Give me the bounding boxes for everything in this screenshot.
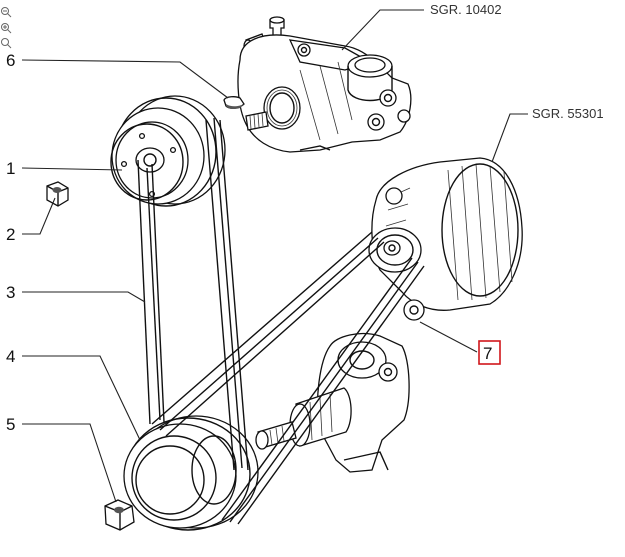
- zoom-out-icon[interactable]: [0, 6, 14, 18]
- water-pump-drive-belt: [137, 117, 249, 471]
- leader-lines: [21, 9, 528, 503]
- alternator-bracket: [255, 332, 410, 473]
- callout-5[interactable]: 5: [6, 415, 15, 434]
- nut-upper: [46, 181, 69, 207]
- callout-1[interactable]: 1: [6, 159, 15, 178]
- alternator-assembly: [368, 157, 523, 321]
- callout-6[interactable]: 6: [6, 51, 15, 70]
- reference-sgr-10402[interactable]: SGR. 10402: [430, 2, 502, 17]
- zoom-reset-icon[interactable]: [0, 37, 14, 49]
- highlight-box: [478, 340, 501, 365]
- callout-2[interactable]: 2: [6, 225, 15, 244]
- callout-7[interactable]: 7: [483, 344, 492, 363]
- alternator-belt: [151, 231, 425, 525]
- callout-3[interactable]: 3: [6, 283, 15, 302]
- crankshaft-pulley: [123, 415, 259, 531]
- water-pump-assembly: [237, 16, 412, 153]
- reference-sgr-55301[interactable]: SGR. 55301: [532, 106, 604, 121]
- zoom-in-icon[interactable]: [0, 22, 14, 34]
- callout-4[interactable]: 4: [6, 347, 15, 366]
- water-pump-pulley: [110, 95, 226, 207]
- nut-lower: [104, 499, 135, 531]
- woodruff-key: [223, 96, 245, 110]
